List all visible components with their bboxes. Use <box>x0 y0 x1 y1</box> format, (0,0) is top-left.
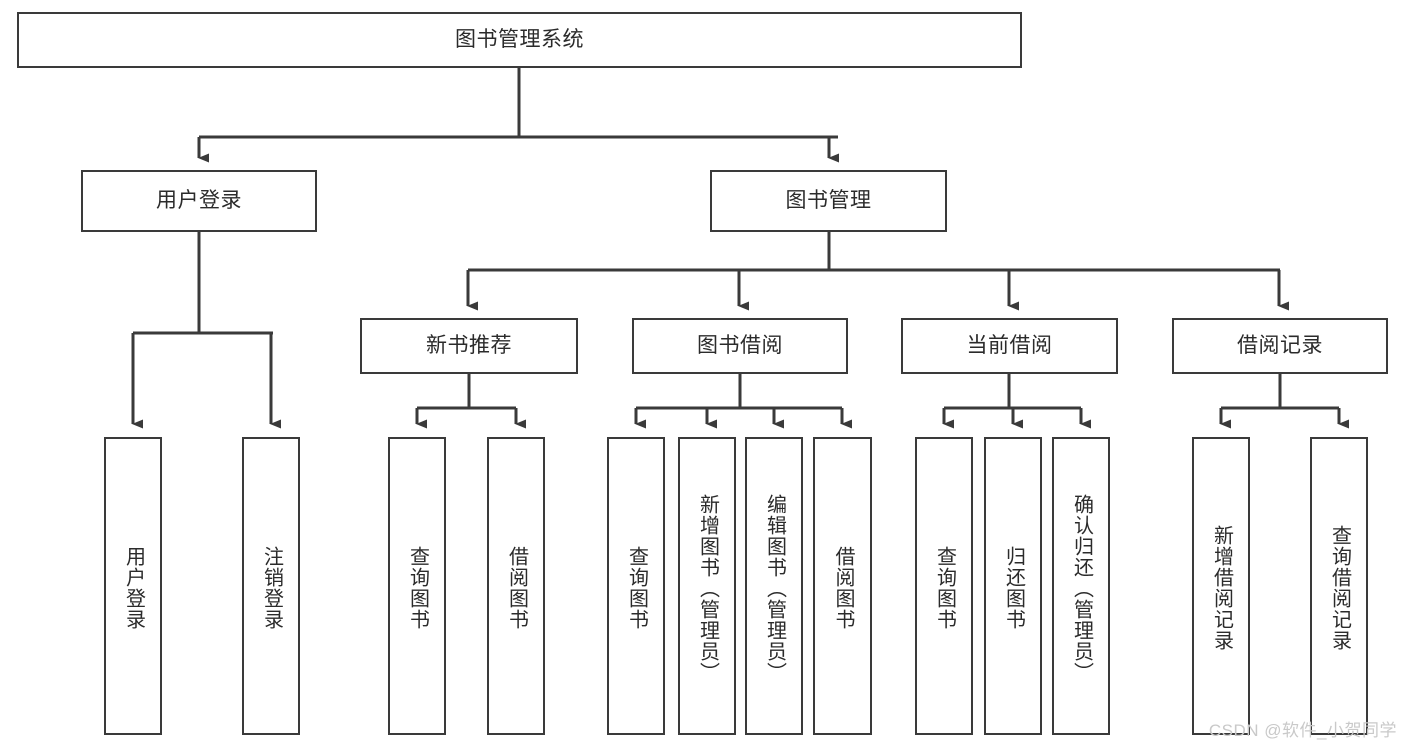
node-leaf-logout-label: 注销登录 <box>260 546 283 630</box>
node-leaf-query-book-cur-label: 查询图书 <box>933 546 956 630</box>
node-leaf-edit-book[interactable]: 编辑图书（管理员） <box>745 437 803 735</box>
node-leaf-query-book-borrow[interactable]: 查询图书 <box>607 437 665 735</box>
node-leaf-user-login[interactable]: 用户登录 <box>104 437 162 735</box>
node-book-manage[interactable]: 图书管理 <box>710 170 947 232</box>
node-leaf-confirm-return[interactable]: 确认归还（管理员） <box>1052 437 1110 735</box>
node-leaf-query-book-rec[interactable]: 查询图书 <box>388 437 446 735</box>
node-leaf-borrow-book-rec-label: 借阅图书 <box>505 546 528 630</box>
node-new-book-recommend-label: 新书推荐 <box>426 333 512 357</box>
node-user-login[interactable]: 用户登录 <box>81 170 317 232</box>
node-leaf-borrow-book-label: 借阅图书 <box>832 546 854 630</box>
node-leaf-query-record-label: 查询借阅记录 <box>1328 525 1351 651</box>
node-leaf-query-book-borrow-label: 查询图书 <box>625 546 648 630</box>
node-leaf-return-book-label: 归还图书 <box>1002 546 1025 630</box>
node-leaf-edit-book-label: 编辑图书（管理员） <box>763 493 786 683</box>
node-user-login-label: 用户登录 <box>156 188 242 212</box>
node-book-manage-label: 图书管理 <box>785 188 872 212</box>
node-leaf-user-login-label: 用户登录 <box>122 546 145 630</box>
node-current-borrow-label: 当前借阅 <box>966 333 1053 357</box>
node-leaf-query-book-rec-label: 查询图书 <box>406 546 429 630</box>
node-leaf-add-book[interactable]: 新增图书（管理员） <box>678 437 736 735</box>
node-book-borrow-label: 图书借阅 <box>697 333 783 357</box>
node-leaf-query-book-cur[interactable]: 查询图书 <box>915 437 973 735</box>
node-leaf-return-book[interactable]: 归还图书 <box>984 437 1042 735</box>
node-leaf-add-book-label: 新增图书（管理员） <box>696 493 719 683</box>
node-leaf-confirm-return-label: 确认归还（管理员） <box>1070 493 1093 683</box>
node-leaf-borrow-book-rec[interactable]: 借阅图书 <box>487 437 545 735</box>
node-borrow-record[interactable]: 借阅记录 <box>1172 318 1388 374</box>
node-borrow-record-label: 借阅记录 <box>1237 333 1323 357</box>
node-root[interactable]: 图书管理系统 <box>17 12 1022 68</box>
node-leaf-add-record-label: 新增借阅记录 <box>1210 525 1233 651</box>
node-root-label: 图书管理系统 <box>455 27 584 51</box>
node-leaf-borrow-book[interactable]: 借阅图书 <box>813 437 872 735</box>
watermark: CSDN @软件_小贺同学 <box>1208 721 1397 740</box>
node-leaf-query-record[interactable]: 查询借阅记录 <box>1310 437 1368 735</box>
node-leaf-add-record[interactable]: 新增借阅记录 <box>1192 437 1250 735</box>
node-current-borrow[interactable]: 当前借阅 <box>901 318 1118 374</box>
node-book-borrow[interactable]: 图书借阅 <box>632 318 848 374</box>
node-new-book-recommend[interactable]: 新书推荐 <box>360 318 578 374</box>
node-leaf-logout[interactable]: 注销登录 <box>242 437 300 735</box>
